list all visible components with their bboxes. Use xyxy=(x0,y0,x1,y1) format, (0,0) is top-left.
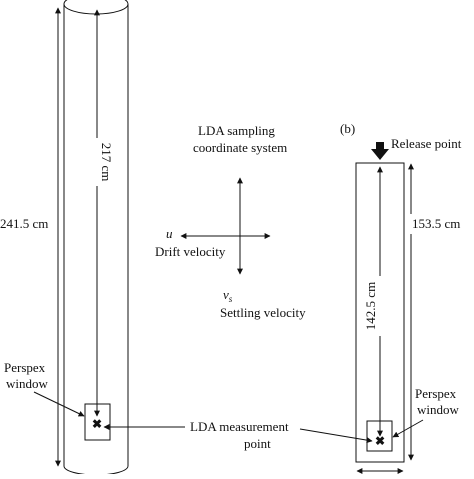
left-column-top-ellipse xyxy=(63,0,129,15)
right-travel-label: 142.5 cm xyxy=(363,282,378,330)
right-measurement-cross: ✖ xyxy=(375,434,385,448)
release-arrow-head xyxy=(371,149,389,160)
right-column-body xyxy=(355,162,405,463)
left-window-pointer xyxy=(33,391,85,417)
measurement-label-2: point xyxy=(244,436,271,451)
right-window-pointer xyxy=(392,419,424,438)
right-window-label-2: window xyxy=(417,402,460,417)
right-window-label-1: Perspex xyxy=(415,386,457,401)
coord-title-1: LDA sampling xyxy=(198,123,275,138)
measurement-annotation: LDA measurement point xyxy=(103,419,373,451)
vs-symbol: vs xyxy=(223,287,233,304)
measurement-label-1: LDA measurement xyxy=(190,419,289,434)
left-perspex-window xyxy=(84,403,111,441)
right-column: (b) Release point 153.5 cm 142.5 cm ✖ Pe… xyxy=(340,121,472,474)
panel-label-b: (b) xyxy=(340,121,355,136)
left-height-label: 241.5 cm xyxy=(0,216,48,231)
settling-velocity-label: Settling velocity xyxy=(220,305,306,320)
right-perspex-window xyxy=(366,420,393,452)
left-travel-label: 217 cm xyxy=(99,143,114,182)
coord-title-2: coordinate system xyxy=(193,140,287,155)
right-height-label: 153.5 cm xyxy=(412,216,460,231)
left-window-label-2: window xyxy=(6,376,49,391)
left-measurement-cross: ✖ xyxy=(92,417,102,431)
left-window-label-1: Perspex xyxy=(4,360,46,375)
coordinate-system: LDA sampling coordinate system u Drift v… xyxy=(155,123,306,320)
left-column: 241.5 cm 217 cm ✖ Perspex window xyxy=(0,0,129,476)
measurement-pointer-right xyxy=(299,428,373,444)
release-arrow-shaft xyxy=(376,142,384,149)
left-column-bottom-arc xyxy=(63,465,129,476)
u-symbol: u xyxy=(166,226,173,241)
drift-velocity-label: Drift velocity xyxy=(155,244,226,259)
release-point-label: Release point xyxy=(391,136,462,151)
